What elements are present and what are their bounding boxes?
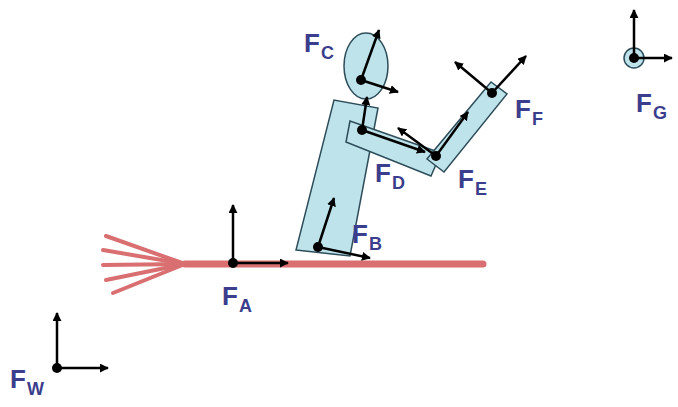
frame-subscript: E	[475, 179, 487, 199]
frame-letter: F	[10, 364, 26, 394]
mop-handle	[103, 236, 483, 293]
frame-letter: F	[375, 158, 391, 188]
frame-label: FE	[458, 166, 487, 192]
frame-letter: F	[458, 164, 474, 194]
frame-subscript: A	[239, 296, 252, 316]
frame-label: FD	[375, 160, 405, 186]
frame-letter: F	[304, 28, 320, 58]
frame-origins	[52, 53, 639, 373]
frame-subscript: F	[532, 109, 543, 129]
frame-subscript: B	[369, 234, 382, 254]
frame-label: FW	[10, 366, 44, 392]
frame-letter: F	[352, 219, 368, 249]
frame-label: FF	[515, 96, 543, 122]
frame-subscript: D	[392, 173, 405, 193]
frame-subscript: C	[321, 43, 334, 63]
frame-letter: F	[636, 88, 652, 118]
frame-subscript: W	[27, 379, 44, 399]
frame-axes	[57, 10, 672, 368]
frame-letter: F	[515, 94, 531, 124]
robot-body	[296, 33, 644, 256]
frame-label: FB	[352, 221, 382, 247]
frame-letter: F	[222, 281, 238, 311]
frame-label: FG	[636, 90, 667, 116]
frame-label: FC	[304, 30, 334, 56]
frame-label: FA	[222, 283, 252, 309]
frame-subscript: G	[653, 103, 667, 123]
